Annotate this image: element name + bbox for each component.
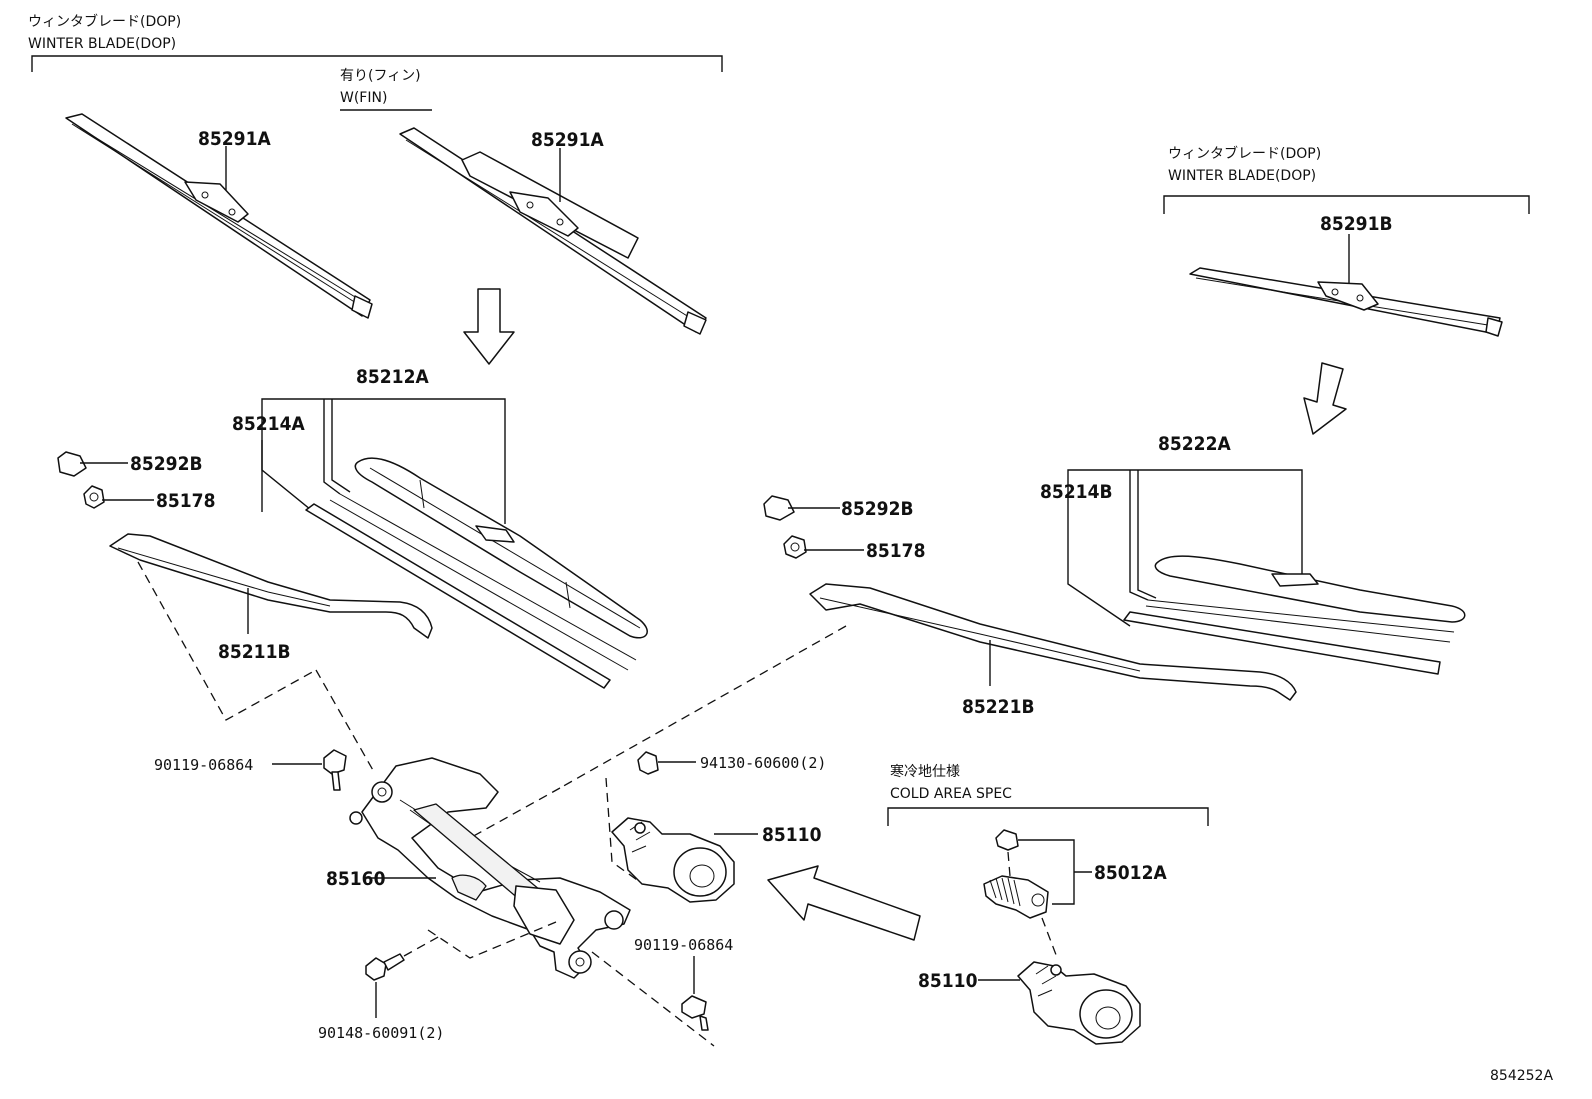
dash-right-pivot bbox=[469, 787, 561, 839]
part-85291B: 85291B bbox=[1320, 213, 1393, 235]
nut-motor[interactable] bbox=[637, 751, 659, 775]
part-85292B-right: 85292B bbox=[841, 498, 914, 520]
part-85214B: 85214B bbox=[1040, 481, 1113, 503]
part-90119-06864-top: 90119-06864 bbox=[154, 756, 253, 774]
winter-blade-right[interactable] bbox=[1189, 267, 1503, 337]
part-85292B-left: 85292B bbox=[130, 453, 203, 475]
dash-right-arm bbox=[559, 625, 847, 789]
winter-blade-left-jp: ウィンタブレード(DOP) bbox=[28, 13, 181, 30]
dash-cold-kit bbox=[1007, 851, 1011, 877]
blade-front-right[interactable] bbox=[1145, 555, 1466, 643]
cold-kit-heater[interactable] bbox=[983, 875, 1049, 919]
bracket-85222A-inner bbox=[1129, 470, 1149, 601]
bracket-85212A-inner bbox=[323, 399, 341, 495]
winter-blade-fin[interactable] bbox=[399, 127, 707, 335]
dash-left-arm bbox=[137, 561, 317, 721]
part-85291A-fin: 85291A bbox=[531, 129, 604, 151]
part-85178-left: 85178 bbox=[156, 490, 215, 512]
dash-left-pivot bbox=[315, 669, 375, 773]
arrow-to-motor bbox=[767, 865, 921, 941]
leader-85214A bbox=[261, 440, 317, 515]
leader-85214B bbox=[1067, 504, 1131, 627]
winter-blade-left-en: WINTER BLADE(DOP) bbox=[28, 36, 176, 52]
motor[interactable] bbox=[611, 817, 735, 903]
down-arrow-right bbox=[1303, 362, 1347, 435]
winter-blade-right-bracket bbox=[1163, 195, 1530, 214]
part-85221B: 85221B bbox=[962, 696, 1035, 718]
dash-motor bbox=[605, 777, 641, 883]
bolt-bottom[interactable] bbox=[365, 953, 405, 981]
part-85178-right: 85178 bbox=[866, 540, 925, 562]
bracket-85212A-inner2 bbox=[331, 399, 351, 493]
dash-bolt-bottom bbox=[403, 935, 441, 957]
bracket-85222A bbox=[1067, 469, 1303, 582]
part-85222A: 85222A bbox=[1158, 433, 1231, 455]
cold-area-en: COLD AREA SPEC bbox=[890, 786, 1012, 802]
diagram-id: 854252A bbox=[1490, 1068, 1553, 1084]
part-85110: 85110 bbox=[762, 824, 822, 846]
dash-link-lower bbox=[427, 921, 557, 959]
cap-left[interactable] bbox=[57, 451, 87, 477]
winter-blade-left-bracket bbox=[31, 55, 723, 72]
part-85214A: 85214A bbox=[232, 413, 305, 435]
winter-blade-left[interactable] bbox=[65, 113, 373, 319]
rubber-right[interactable] bbox=[1123, 611, 1441, 675]
link-assembly[interactable] bbox=[349, 757, 631, 979]
part-85110-cold: 85110 bbox=[918, 970, 978, 992]
cold-area-bracket bbox=[887, 807, 1209, 826]
motor-cold[interactable] bbox=[1017, 961, 1141, 1045]
winter-blade-right-jp: ウィンタブレード(DOP) bbox=[1168, 145, 1321, 162]
part-85012A: 85012A bbox=[1094, 862, 1167, 884]
part-85211B: 85211B bbox=[218, 641, 291, 663]
dash-link-bottom bbox=[591, 951, 715, 1047]
part-85212A: 85212A bbox=[356, 366, 429, 388]
cold-area-jp: 寒冷地仕様 bbox=[890, 763, 960, 780]
winter-blade-right-en: WINTER BLADE(DOP) bbox=[1168, 168, 1316, 184]
part-90148-60091: 90148-60091(2) bbox=[318, 1024, 444, 1042]
bracket-85222A-inner2 bbox=[1137, 470, 1157, 599]
bolt-link-bottom[interactable] bbox=[681, 995, 709, 1031]
arm-left[interactable] bbox=[109, 533, 433, 639]
arm-right[interactable] bbox=[809, 583, 1297, 701]
fin-note-en: W(FIN) bbox=[340, 90, 387, 106]
fin-note-jp: 有り(フィン) bbox=[340, 68, 421, 84]
bolt-link-top[interactable] bbox=[323, 749, 347, 791]
nut-left[interactable] bbox=[83, 485, 105, 509]
part-94130-60600: 94130-60600(2) bbox=[700, 754, 826, 772]
dash-cold-motor bbox=[1041, 917, 1059, 961]
blade-front-left[interactable] bbox=[329, 457, 648, 671]
cold-kit-nut[interactable] bbox=[995, 829, 1019, 851]
part-85291A-left: 85291A bbox=[198, 128, 271, 150]
cap-right[interactable] bbox=[763, 495, 795, 521]
part-85160: 85160 bbox=[326, 868, 386, 890]
down-arrow-left bbox=[463, 288, 515, 365]
part-90119-06864-bottom: 90119-06864 bbox=[634, 936, 733, 954]
rubber-left[interactable] bbox=[305, 503, 611, 689]
nut-right[interactable] bbox=[783, 535, 807, 559]
